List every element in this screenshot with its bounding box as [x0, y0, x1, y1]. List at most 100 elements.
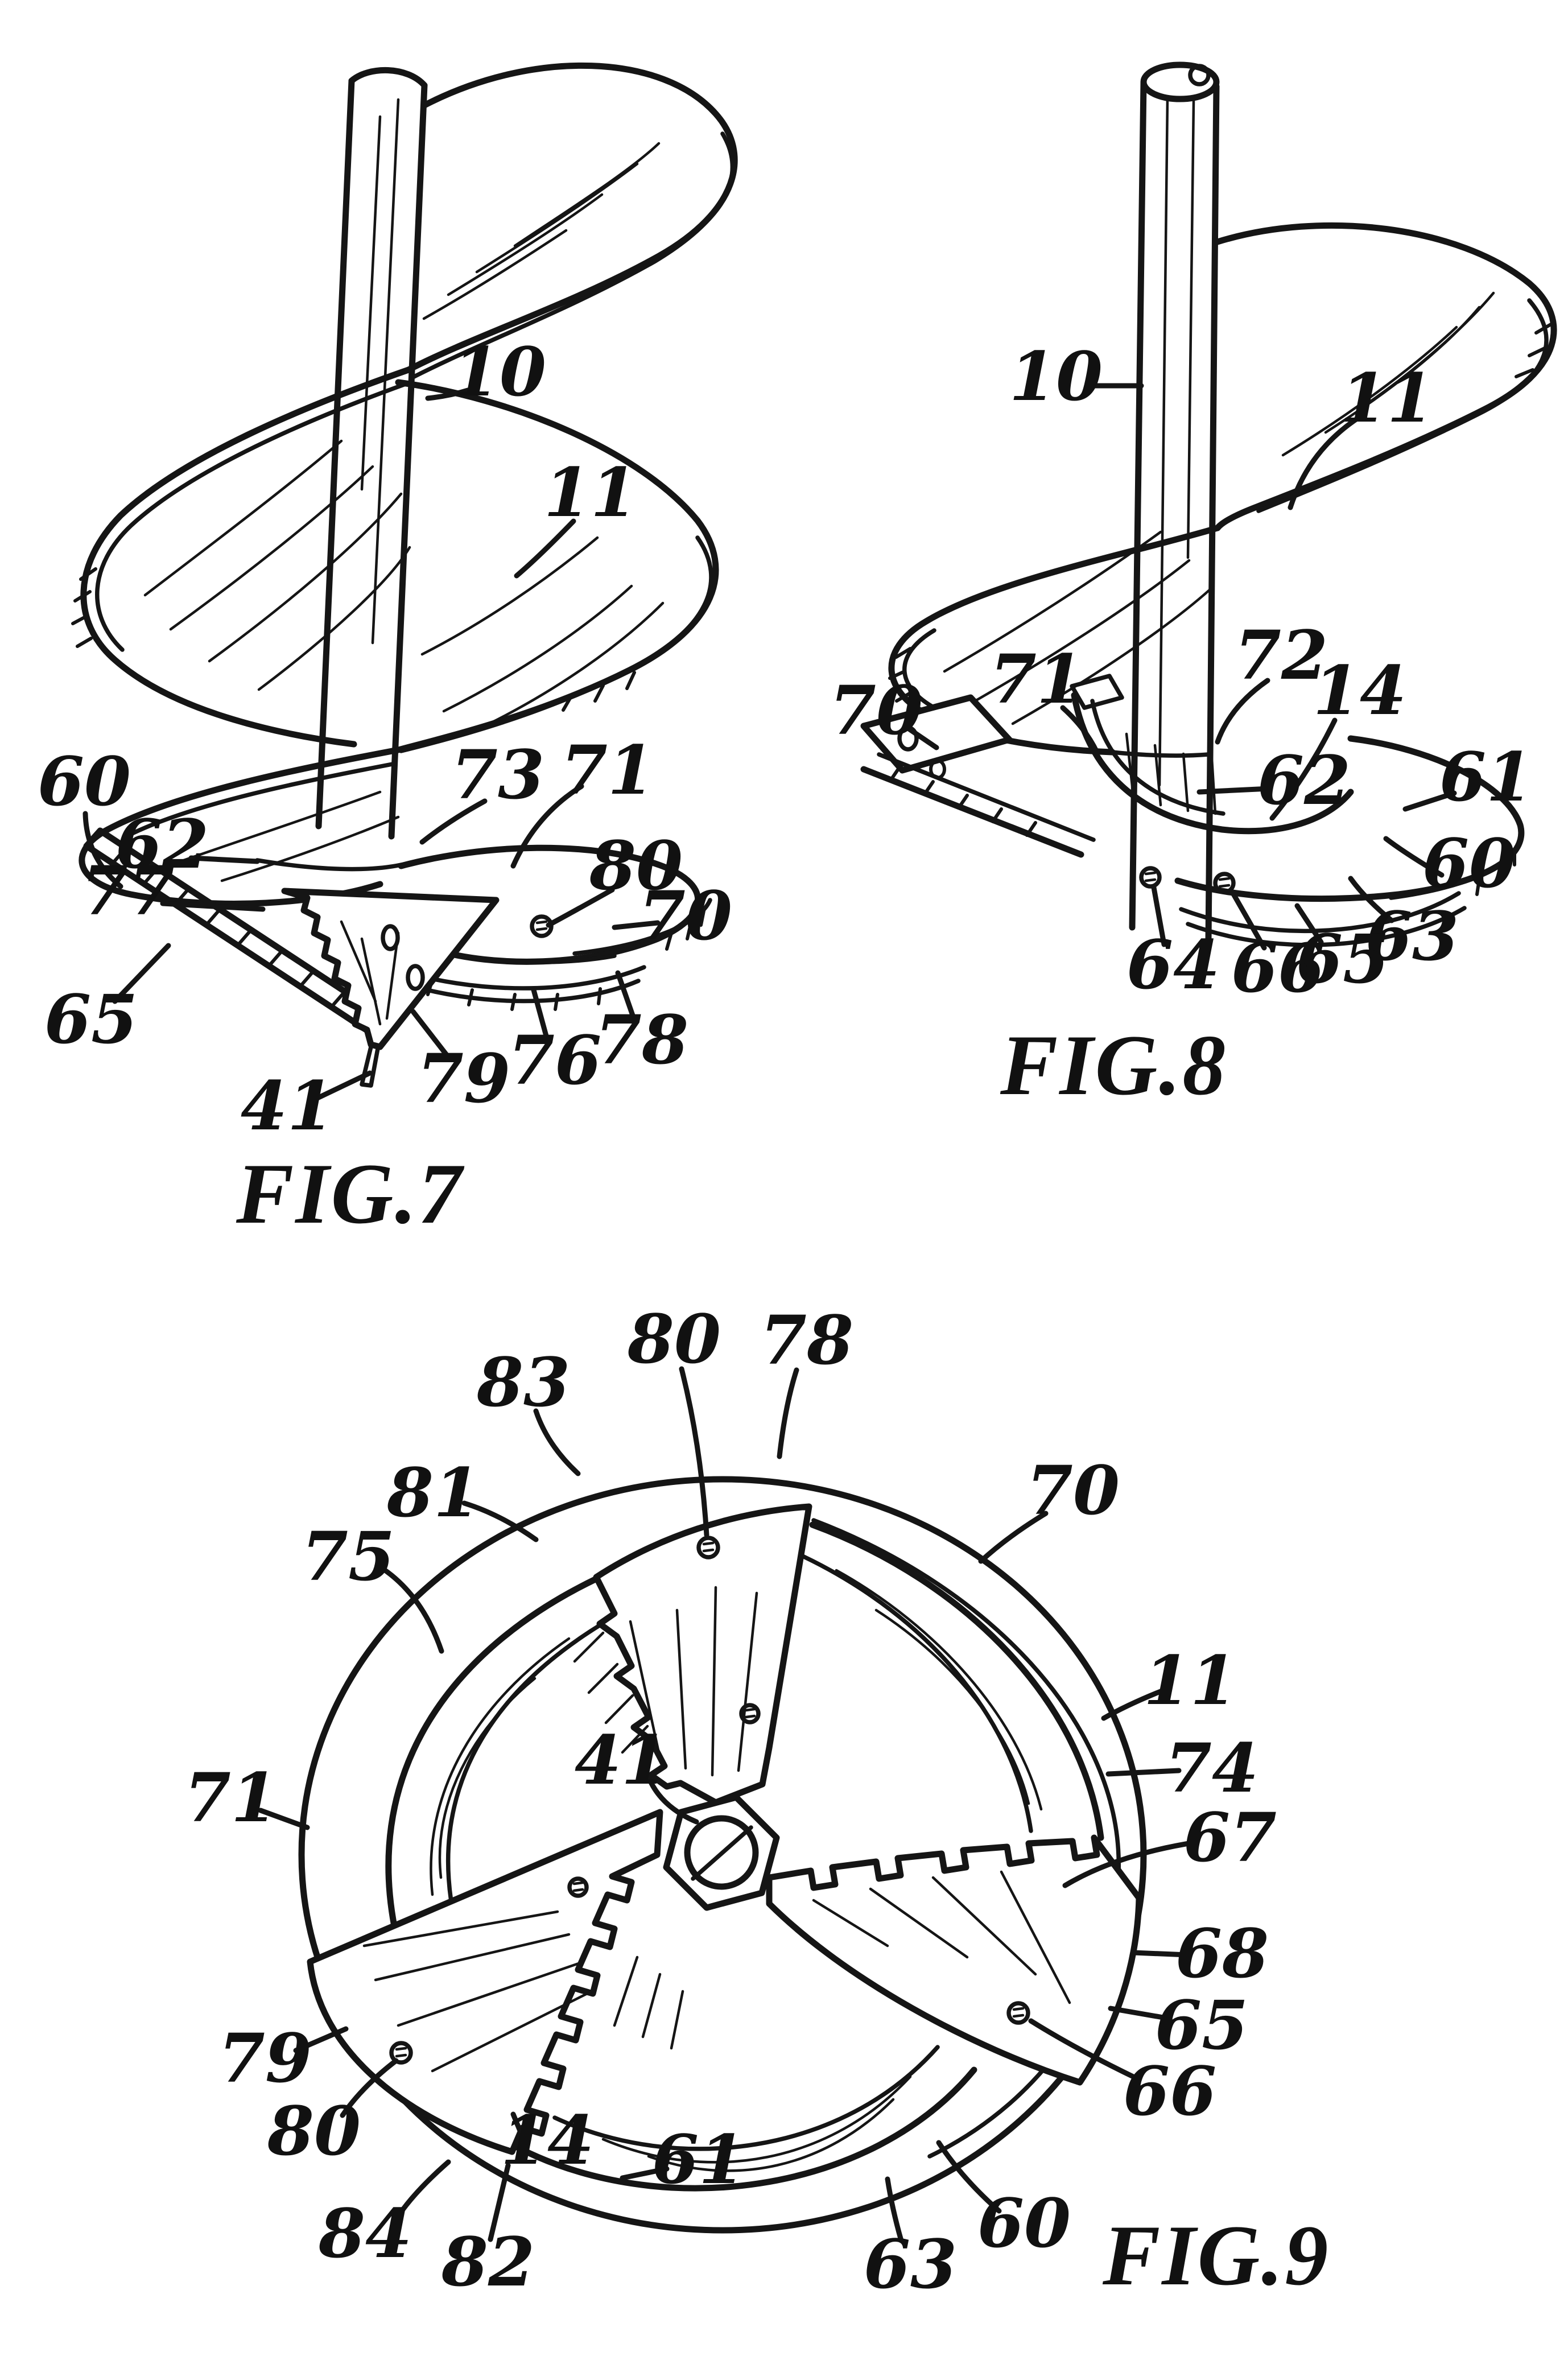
leader-fig9-83 [533, 1408, 581, 1476]
fig8-caption: FIG.8 [1000, 1017, 1228, 1113]
leader-fig9-63 [885, 2176, 904, 2243]
leader-fig9-80 [340, 2058, 399, 2118]
ref-label-fig9-66: 66 [1123, 2052, 1217, 2131]
leader-fig9-74 [1105, 1768, 1182, 1777]
leader-fig8-14 [1269, 717, 1338, 821]
leader-fig9-80 [679, 1366, 709, 1538]
leader-fig9-14 [510, 2111, 524, 2136]
ref-label-fig9-60: 60 [977, 2184, 1071, 2263]
ref-label-fig9-41: 41 [574, 1721, 669, 1800]
ref-label-fig8-62: 62 [1257, 741, 1351, 820]
ref-label-fig9-74: 74 [1165, 1728, 1259, 1808]
leader-fig9-68 [1130, 1950, 1191, 1958]
leader-fig9-71 [258, 1808, 310, 1830]
fig7-pilot-blade [281, 888, 500, 1050]
leader-fig9-84 [392, 2159, 451, 2224]
ref-label-fig7-11: 11 [543, 453, 638, 533]
ref-label-fig9-68: 68 [1175, 1914, 1269, 1994]
leader-fig8-66 [1229, 889, 1267, 951]
fig9-drawing [298, 1476, 1147, 2234]
leader-fig7-79 [410, 1009, 451, 1060]
fig9-sector-left [307, 1809, 663, 2155]
leader-fig7-70 [612, 920, 661, 930]
leader-fig9-75 [377, 1564, 444, 1654]
leader-fig9-65 [1108, 2006, 1173, 2021]
ref-label-fig7-65: 65 [44, 980, 138, 1059]
ref-label-fig7-10: 10 [452, 332, 547, 412]
ref-label-fig7-71: 71 [560, 731, 655, 810]
ref-label-fig9-84: 84 [318, 2194, 412, 2274]
ref-label-fig7-60: 60 [37, 742, 131, 822]
fig9-sector-top [593, 1503, 812, 1806]
ref-label-fig9-70: 70 [1026, 1451, 1120, 1530]
leader-fig8-62 [1196, 786, 1273, 795]
ref-label-fig7-41: 41 [240, 1066, 335, 1146]
fig7-edge-strip [83, 827, 386, 1035]
leader-fig7-10 [425, 387, 471, 401]
ref-label-fig9-79: 79 [218, 2019, 312, 2098]
ref-label-fig7-79: 79 [416, 1039, 511, 1119]
leader-fig8-60 [1383, 836, 1445, 878]
fig9-blade-bottom [511, 2066, 977, 2192]
ref-label-fig8-65: 65 [1295, 919, 1390, 999]
fig9-blade-right [809, 1521, 1104, 1841]
leader-fig9-79 [293, 2026, 349, 2053]
leader-fig7-78 [615, 970, 638, 1025]
ref-label-fig9-80: 80 [627, 1299, 721, 1379]
leader-fig9-41 [646, 1775, 699, 1825]
fig8-wing [860, 694, 1013, 774]
ref-label-fig7-73: 73 [451, 735, 545, 815]
ref-label-fig9-67: 67 [1183, 1798, 1277, 1878]
ref-label-fig7-70: 70 [638, 876, 733, 956]
leader-fig9-11 [1101, 1688, 1165, 1721]
ref-label-fig8-71: 71 [989, 639, 1084, 719]
leader-fig9-66 [1028, 2018, 1141, 2082]
ref-label-fig9-71: 71 [184, 1758, 278, 1838]
leader-fig9-82 [488, 2163, 511, 2242]
leader-fig9-78 [777, 1367, 799, 1459]
leader-fig9-67 [1062, 1839, 1199, 1888]
ref-label-fig9-82: 82 [441, 2222, 535, 2302]
leader-fig8-11 [1288, 415, 1361, 510]
ref-label-fig8-61: 61 [1439, 737, 1533, 817]
ref-label-fig9-78: 78 [760, 1301, 854, 1380]
leader-fig7-73 [419, 798, 488, 845]
fig7-shaft [348, 67, 428, 89]
leader-fig7-65 [112, 943, 171, 1004]
leader-fig8-61 [1402, 790, 1457, 812]
leader-fig9-70 [978, 1511, 1049, 1564]
fig9-caption: FIG.9 [1103, 2208, 1330, 2303]
leader-fig8-63 [1348, 876, 1394, 923]
leader-fig7-71 [510, 783, 584, 869]
ref-label-fig9-81: 81 [386, 1453, 481, 1533]
fig7-drawing [71, 62, 738, 1088]
ref-label-fig8-60: 60 [1422, 824, 1516, 903]
leader-fig8-70 [905, 725, 939, 750]
leader-fig7-80 [546, 887, 615, 928]
ref-label-fig9-65: 65 [1154, 1986, 1249, 2065]
leader-fig7-41 [315, 1070, 373, 1101]
ref-label-fig8-70: 70 [829, 671, 923, 750]
ref-label-fig7-76: 76 [507, 1021, 602, 1100]
leader-fig9-61 [620, 2166, 670, 2181]
ref-label-fig7-62: 62 [115, 804, 209, 884]
ref-label-fig9-11: 11 [1143, 1641, 1237, 1721]
ref-label-fig8-64: 64 [1126, 925, 1220, 1005]
ref-label-fig7-77: 77 [81, 851, 175, 931]
ref-label-fig8-14: 14 [1313, 651, 1407, 731]
leader-fig8-65 [1294, 903, 1324, 945]
fig7-caption: FIG.7 [236, 1146, 464, 1241]
ref-label-fig9-63: 63 [863, 2225, 958, 2304]
ref-label-fig8-66: 66 [1231, 929, 1325, 1008]
ref-label-fig9-14: 14 [500, 2101, 595, 2180]
ref-label-fig7-78: 78 [595, 1000, 689, 1080]
ref-label-fig8-63: 63 [1365, 897, 1459, 976]
leader-fig8-71 [1060, 705, 1100, 755]
ref-label-fig9-61: 61 [651, 2120, 746, 2200]
fig9-blade-left [385, 1576, 599, 1948]
leader-fig9-81 [461, 1500, 539, 1542]
leader-fig8-64 [1151, 885, 1167, 947]
